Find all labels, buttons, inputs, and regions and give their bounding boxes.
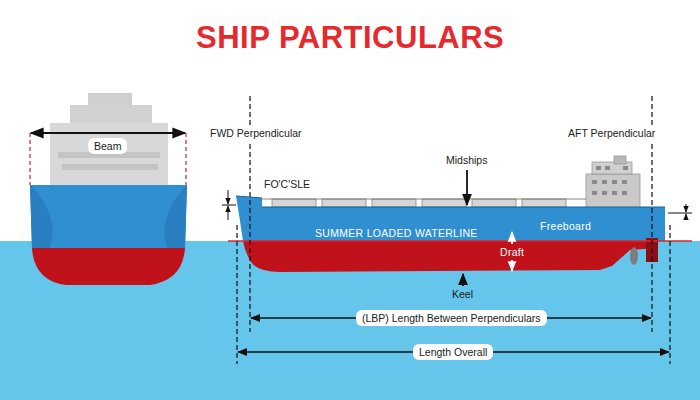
dimension-label: Beam [88,138,127,154]
part-label: Keel [452,288,473,300]
dimension-label: Draft [500,246,524,258]
ship-part [622,180,627,184]
ship-part [422,199,466,207]
ship-part [612,191,617,195]
ship-part [592,180,597,184]
ship-part [243,241,658,272]
ship-part [511,232,513,244]
ship-part [622,191,627,195]
part-label: FO'C'SLE [258,176,316,192]
ship-part [592,191,597,195]
ship-part [602,180,607,184]
ship-part [262,199,586,200]
ship-part [228,190,229,204]
dimension-label: Freeboard [540,220,591,232]
ship-part [272,199,566,207]
ship-part [511,260,513,271]
ship-part [165,185,188,248]
waterline-label: SUMMER LOADED WATERLINE [315,227,478,239]
ship-part [686,204,687,212]
ship-part [236,196,262,198]
ship-part [630,247,638,265]
part-label: Midships [440,152,493,168]
ship-part [30,185,53,248]
dimension-label: Length Overall [413,344,493,360]
ship-part [228,206,229,220]
ship-part [185,133,186,185]
dimension-label: (LBP) Length Between Perpendiculars [356,310,547,326]
ship-part [668,213,692,214]
ship-part [612,180,617,184]
perpendicular-label: FWD Perpendicular [204,125,308,141]
ship-part [522,199,566,207]
ship-part [623,166,628,170]
ship-part [322,199,366,207]
ship-part [372,199,416,207]
page-title: SHIP PARTICULARS [196,20,504,56]
ship-part [586,174,640,208]
ship-part [262,207,665,208]
front-view [30,93,187,285]
ship-part [602,191,607,195]
ship-part [272,199,316,207]
ship-part [228,240,692,242]
ship-part [236,196,665,241]
ship-part [462,274,464,286]
ship-part [70,105,152,123]
sea [0,241,700,400]
ship-part [592,166,628,195]
ship-part [32,248,185,285]
ship-part [605,166,610,170]
ship-part [62,164,158,170]
ship-part [31,132,185,134]
ship-part [30,185,187,248]
ship-part [686,214,687,220]
ship-part [236,225,237,364]
ship-part [466,170,468,205]
ship-part [29,133,30,185]
ship-part [472,199,516,207]
perpendicular-label: AFT Perpendicular [562,125,661,141]
ship-part [596,166,601,170]
ship-part [669,225,670,364]
ship-part [614,156,626,164]
ship-part [222,205,236,206]
ship-part [88,93,132,105]
